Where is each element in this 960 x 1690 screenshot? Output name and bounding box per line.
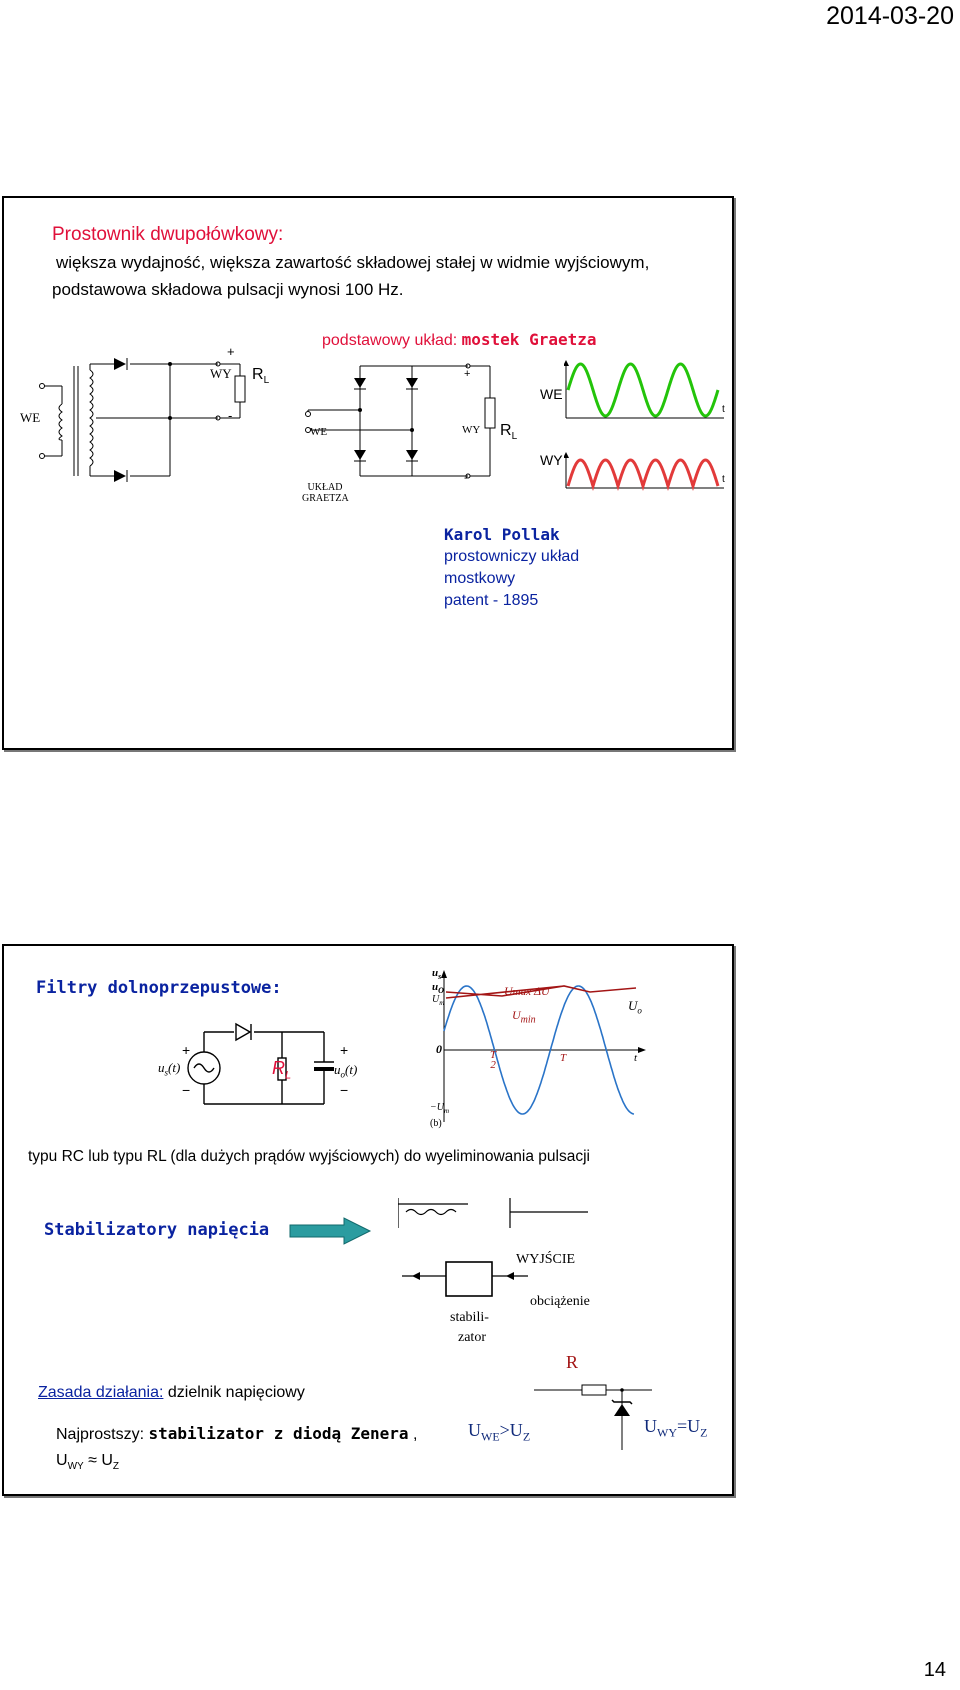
stab-out-label: WYJŚCIE <box>516 1252 576 1267</box>
simplest-line: Najprostszy: stabilizator z diodą Zenera… <box>56 1424 418 1443</box>
principle-text: dzielnik napięciowy <box>163 1384 305 1401</box>
graph-um-label: Um <box>432 994 445 1007</box>
input-sine-wave <box>566 362 720 418</box>
filter-ripple-graph <box>441 970 646 1122</box>
filter-rl-label: RL <box>272 1058 292 1082</box>
rectifier-waveforms <box>564 360 724 492</box>
c2-wy-label: WY <box>462 424 481 436</box>
bridge-heading: podstawowy układ: mostek Graetza <box>322 330 597 350</box>
bridge-prefix: podstawowy układ: <box>322 332 462 349</box>
c1-rl-label: RL <box>252 366 270 387</box>
stabilizer-block-diagram <box>398 1198 588 1297</box>
graetz-bridge-diagram <box>305 363 496 479</box>
filter-ripple-curve <box>445 985 637 999</box>
graph-uo-label: Uo <box>628 998 642 1016</box>
wave-t2-label: t <box>722 474 725 485</box>
c1-we-label: WE <box>20 410 41 425</box>
stab-title: Stabilizatory napięcia <box>44 1220 270 1240</box>
c1-wy-label: WY <box>210 366 232 381</box>
right-arrow-icon <box>289 1217 372 1245</box>
zener-input-condition: UWE>UZ <box>468 1420 531 1444</box>
graph-neg-um: −Um <box>430 1102 450 1115</box>
bridge-name: mostek Graetza <box>461 330 597 349</box>
text-line-2: podstawowa składowa pulsacji wynosi 100 … <box>52 280 404 299</box>
wave-t1-label: t <box>722 404 725 415</box>
filter-description: typu RC lub typu RL (dla dużych prądów w… <box>28 1148 590 1165</box>
slide-rectifier: Prostownik dwupołówkowy: większa wydajno… <box>2 196 734 750</box>
principle-line: Zasada działania: dzielnik napięciowy <box>38 1384 305 1402</box>
slide-title: Prostownik dwupołówkowy: <box>52 224 284 245</box>
graph-zero: 0 <box>436 1042 442 1056</box>
c2-rl-label: RL <box>500 422 518 443</box>
graph-t: t <box>634 1052 638 1064</box>
c1-minus: - <box>228 408 233 423</box>
zener-r-label: R <box>566 1352 579 1372</box>
pollak-line-2: mostkowy <box>444 570 516 587</box>
graph-umin-label: Umin <box>512 1008 536 1026</box>
principle-label: Zasada działania: <box>38 1384 164 1401</box>
voltage-relation: UWY ≈ UZ <box>56 1452 120 1473</box>
filter-plus-right: + <box>340 1042 349 1058</box>
pollak-line-1: prostowniczy układ <box>444 548 580 565</box>
page-number: 14 <box>923 1659 946 1681</box>
stab-load-label: obciążenie <box>530 1294 590 1309</box>
wave-we-label: WE <box>540 386 563 402</box>
c2-we-label: WE <box>310 426 328 438</box>
filter-plus-left: + <box>182 1042 191 1058</box>
pollak-line-3: patent - 1895 <box>444 592 539 609</box>
graph-b-label: (b) <box>430 1118 442 1129</box>
filters-title: Filtry dolnoprzepustowe: <box>36 978 282 998</box>
filter-us-label: us(t) <box>158 1060 181 1078</box>
pollak-note: Karol Pollak prostowniczy układ mostkowy… <box>444 524 579 612</box>
center-tap-rectifier-diagram <box>39 358 246 482</box>
graph-umax-label: Umax ΔU <box>504 984 550 998</box>
zener-stabilizer-diagram <box>534 1384 652 1450</box>
c1-plus: + <box>227 344 235 359</box>
pollak-name: Karol Pollak <box>444 525 560 544</box>
graph-period: T <box>560 1052 567 1064</box>
c2-minus: - <box>464 472 468 484</box>
filter-minus-left: − <box>182 1082 191 1098</box>
wave-wy-label: WY <box>540 452 563 468</box>
filter-circuit-diagram <box>187 1022 334 1105</box>
slide-filters-stabilizers: Filtry dolnoprzepustowe: + − + − us(t) R… <box>2 944 734 1496</box>
filter-uo-label: uo(t) <box>334 1062 358 1080</box>
stab-block-label: stabili-zator <box>450 1310 489 1345</box>
c2-plus: + <box>464 368 471 380</box>
filter-minus-right: − <box>340 1082 349 1098</box>
rectified-output-wave <box>566 458 720 492</box>
zener-output-condition: UWY=UZ <box>644 1416 708 1440</box>
page-date: 2014-03-20 <box>826 2 954 30</box>
text-line-1: większa wydajność, większa zawartość skł… <box>56 253 650 272</box>
